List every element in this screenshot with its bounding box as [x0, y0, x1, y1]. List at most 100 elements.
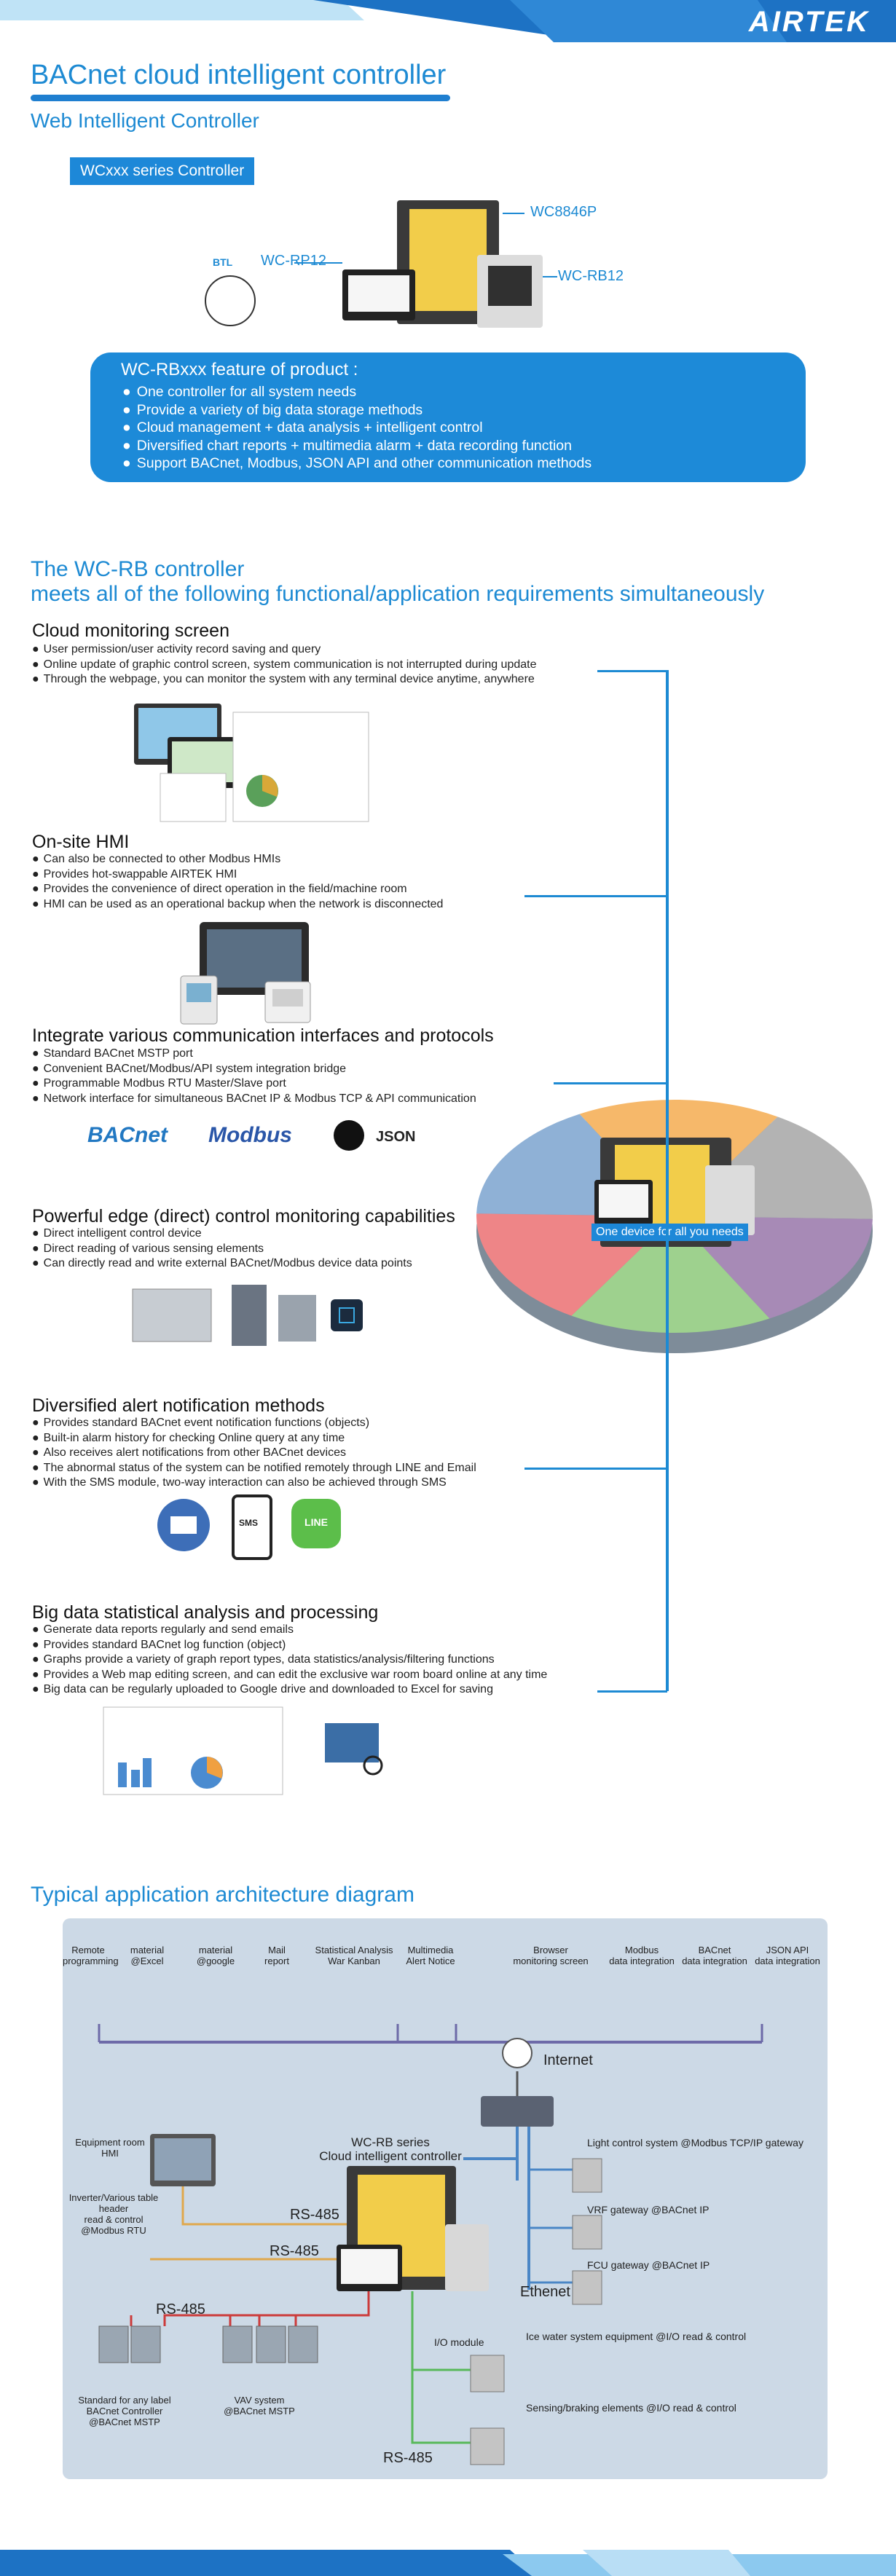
arch-label: Modbus data integration: [609, 1945, 675, 1966]
architecture-lines: [98, 2024, 763, 2465]
arch-label: Multimedia Alert Notice: [406, 1945, 455, 1966]
json-logo: JSON: [376, 1129, 416, 1145]
bullet: Can also be connected to other Modbus HM…: [32, 852, 443, 867]
footer-banner: [0, 2550, 896, 2576]
feature-item: One controller for all system needs: [122, 383, 592, 401]
rs485-label-2: RS-485: [270, 2243, 319, 2259]
bracket-tick: [554, 1082, 667, 1084]
io-module-label: I/O module: [434, 2336, 484, 2348]
bullet: The abnormal status of the system can be…: [32, 1461, 476, 1476]
feature-box: WC-RBxxx feature of product : One contro…: [90, 352, 806, 482]
bullet: Convenient BACnet/Modbus/API system inte…: [32, 1062, 476, 1077]
email-icon: [157, 1499, 210, 1551]
bacnet-logo: BACnet: [87, 1123, 168, 1147]
json-logo-icon: [334, 1120, 364, 1151]
ice-water-label: Ice water system equipment @I/O read & c…: [526, 2331, 747, 2342]
line-app-icon: LINE: [291, 1499, 341, 1548]
header-banner: [0, 0, 896, 42]
sensing-label: Sensing/braking elements @I/O read & con…: [526, 2402, 736, 2414]
feature-item: Support BACnet, Modbus, JSON API and oth…: [122, 454, 592, 473]
requirements-title-line1: The WC-RB controller: [31, 557, 245, 581]
bracket-tick: [597, 1690, 667, 1693]
bullet: Can directly read and write external BAC…: [32, 1256, 412, 1272]
label-wc8846p: WC8846P: [530, 204, 597, 220]
arch-label: Mail report: [264, 1945, 289, 1966]
modbus-logo: Modbus: [208, 1123, 292, 1147]
arch-label: JSON API data integration: [755, 1945, 820, 1966]
ethernet-label: Ethenet: [520, 2284, 570, 2300]
bracket-tick: [524, 1468, 667, 1470]
sms-phone-icon: SMS: [232, 1494, 272, 1560]
bracket-tick: [524, 895, 667, 897]
bullet: HMI can be used as an operational backup…: [32, 897, 444, 913]
bullet: Provides the convenience of direct opera…: [32, 882, 443, 897]
bullet: Provides standard BACnet log function (o…: [32, 1638, 547, 1653]
hmi-devices-photo: [180, 922, 311, 1025]
bullet: Built-in alarm history for checking Onli…: [32, 1431, 476, 1446]
bullet: Provides a Web map editing screen, and c…: [32, 1668, 548, 1683]
bigdata-reports-photo: [103, 1706, 383, 1795]
rs485-label-4: RS-485: [383, 2450, 433, 2466]
page-title: BACnet cloud intelligent controller: [31, 60, 447, 90]
architecture-diagram: Remote programming material @Excel mater…: [63, 1918, 828, 2479]
vav-label: VAV system @BACnet MSTP: [224, 2395, 295, 2417]
bullet: Generate data reports regularly and send…: [32, 1623, 547, 1638]
cloud-monitor-screenshots: [134, 704, 369, 822]
bullet: Also receives alert notifications from o…: [32, 1446, 476, 1461]
title-underline: [31, 95, 450, 101]
equipment-room-label: Equipment room HMI: [75, 2137, 145, 2159]
arch-label: BACnet data integration: [682, 1945, 747, 1966]
bullet: Online update of graphic control screen,…: [32, 658, 537, 673]
section-heading-hmi: On-site HMI: [32, 832, 130, 852]
bullet: Network interface for simultaneous BACne…: [32, 1092, 476, 1107]
bullet: Direct intelligent control device: [32, 1226, 412, 1242]
arch-label: Browser monitoring screen: [513, 1945, 589, 1966]
feature-item: Cloud management + data analysis + intel…: [122, 419, 592, 437]
feature-item: Diversified chart reports + multimedia a…: [122, 437, 592, 455]
feature-title: WC-RBxxx feature of product :: [121, 360, 358, 379]
airtek-logo: AIRTEK: [748, 6, 870, 38]
feature-item: Provide a variety of big data storage me…: [122, 401, 592, 420]
section-heading-edge: Powerful edge (direct) control monitorin…: [32, 1206, 455, 1226]
inverter-label: Inverter/Various table header read & con…: [68, 2192, 159, 2236]
arch-label: material @Excel: [130, 1945, 165, 1966]
page-subtitle: Web Intelligent Controller: [31, 109, 259, 132]
arch-label: Remote programming: [63, 1945, 119, 1966]
bullet: User permission/user activity record sav…: [32, 642, 537, 658]
label-wc-rb12: WC-RB12: [558, 268, 624, 284]
bullet: Provides hot-swappable AIRTEK HMI: [32, 867, 443, 883]
bracket-line: [666, 670, 669, 1691]
pie-caption: One device for all you needs: [592, 1224, 748, 1241]
edge-devices-photo: [132, 1285, 363, 1346]
bullet: Through the webpage, you can monitor the…: [32, 672, 537, 688]
bullet: Graphs provide a variety of graph report…: [32, 1653, 547, 1668]
bullet: Big data can be regularly uploaded to Go…: [32, 1682, 547, 1698]
section-heading-alerts: Diversified alert notification methods: [32, 1395, 325, 1416]
label-wc-rp12: WC-RP12: [261, 253, 327, 269]
section-heading-protocols: Integrate various communication interfac…: [32, 1025, 494, 1046]
line-label: LINE: [304, 1516, 328, 1528]
controller-label: WC-RB series Cloud intelligent controlle…: [319, 2135, 462, 2163]
fcu-gateway-label: FCU gateway @BACnet IP: [587, 2259, 710, 2271]
section-heading-bigdata: Big data statistical analysis and proces…: [32, 1602, 379, 1623]
arch-label: material @google: [196, 1945, 235, 1966]
bracket-tick: [597, 670, 667, 672]
standard-label: Standard for any label BACnet Controller…: [78, 2395, 171, 2427]
bullet: Provides standard BACnet event notificat…: [32, 1416, 476, 1431]
internet-label: Internet: [543, 2052, 593, 2068]
pie-slice: [571, 1216, 770, 1333]
arch-label: Statistical Analysis War Kanban: [315, 1945, 393, 1966]
vrf-gateway-label: VRF gateway @BACnet IP: [587, 2204, 710, 2215]
requirements-title-line2: meets all of the following functional/ap…: [31, 582, 765, 606]
architecture-title: Typical application architecture diagram: [31, 1883, 414, 1907]
product-photo: [205, 200, 557, 328]
btl-logo-text: BTL: [213, 256, 233, 268]
bullet: Standard BACnet MSTP port: [32, 1047, 476, 1062]
bullet: Programmable Modbus RTU Master/Slave por…: [32, 1076, 476, 1092]
rs485-label-3: RS-485: [156, 2301, 205, 2317]
sms-label: SMS: [239, 1518, 259, 1528]
rs485-label-1: RS-485: [290, 2207, 339, 2223]
light-control-label: Light control system @Modbus TCP/IP gate…: [587, 2137, 803, 2148]
bullet: With the SMS module, two-way interaction…: [32, 1476, 476, 1491]
series-badge: WCxxx series Controller: [70, 157, 255, 185]
